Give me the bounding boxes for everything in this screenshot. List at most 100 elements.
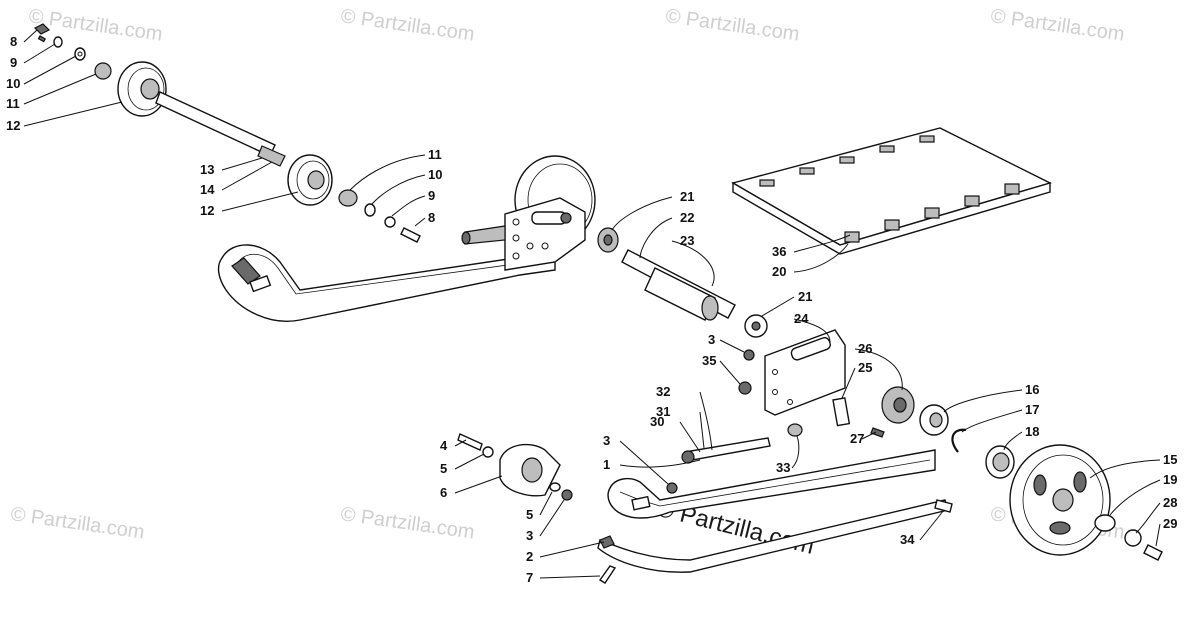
plate-hole — [526, 242, 534, 250]
leader-line — [349, 154, 426, 191]
leader-line — [793, 234, 851, 253]
callout-label: 2 — [526, 549, 533, 564]
leader-line — [639, 217, 673, 259]
rear-wheel-assembly — [919, 404, 1163, 561]
leader-line — [539, 491, 553, 516]
snap-ring-17 — [951, 428, 967, 453]
callout-label: 14 — [200, 182, 215, 197]
bushing-11b — [338, 189, 358, 207]
callout-label: 17 — [1025, 402, 1039, 417]
callout-label: 27 — [850, 431, 864, 446]
washer-5 — [482, 446, 494, 458]
plate-hole — [512, 252, 520, 260]
spacer-26-hole — [893, 397, 907, 413]
track-lug — [924, 207, 940, 219]
leader-line — [791, 435, 800, 469]
cross-shaft-assembly — [597, 227, 768, 338]
callout-label: 12 — [200, 203, 214, 218]
idler-wheel-12b-ring — [296, 160, 330, 200]
bolt-30-head — [681, 450, 695, 464]
callout-label: 4 — [440, 438, 448, 453]
callout-label: 31 — [656, 404, 670, 419]
callout-label: 9 — [10, 55, 17, 70]
bumper-6-inner — [521, 457, 543, 483]
leader-line — [841, 367, 856, 399]
front-skid-assembly — [217, 155, 596, 322]
leader-line — [919, 509, 945, 541]
skid-frame-inner — [237, 254, 516, 295]
callout-label: 7 — [526, 570, 533, 585]
nut-3 — [743, 349, 755, 361]
callout-label: 6 — [440, 485, 447, 500]
rear-wheel-15-window — [1049, 521, 1071, 535]
leader-line — [454, 439, 467, 447]
washer-16-hole — [929, 412, 943, 428]
tube-23 — [644, 267, 716, 321]
callout-label: 11 — [428, 147, 442, 162]
track-lug — [879, 145, 895, 153]
leader-line — [391, 195, 426, 217]
watermark: © Partzilla.com — [339, 503, 476, 544]
washer-28 — [1124, 529, 1142, 547]
washer-5b — [549, 482, 561, 492]
callout-label: 33 — [776, 460, 790, 475]
callout-label: 24 — [794, 311, 809, 326]
callout-label: 5 — [440, 461, 447, 476]
track-lug — [839, 156, 855, 164]
leader-line — [23, 43, 56, 64]
callout-label: 9 — [428, 188, 435, 203]
callout-label: 30 — [650, 414, 664, 429]
leader-line — [539, 541, 605, 558]
callout-label: 21 — [798, 289, 812, 304]
bushing-21b-hole — [751, 321, 761, 331]
leader-line — [539, 499, 565, 537]
leader-line — [961, 409, 1023, 433]
skid-rail-1 — [607, 449, 936, 519]
callout-label: 34 — [900, 532, 915, 547]
track-lugs — [759, 135, 1020, 243]
nut-3c — [561, 489, 573, 501]
callout-label: 35 — [702, 353, 716, 368]
bumper-assembly — [457, 433, 573, 501]
leader-line — [619, 440, 669, 485]
callout-label: 23 — [680, 233, 694, 248]
leader-line — [23, 101, 123, 127]
rear-skid-assembly — [597, 423, 953, 584]
washer-10-hole — [77, 51, 83, 57]
watermark: © Partzilla.com — [27, 5, 164, 46]
callout-label: 8 — [428, 210, 435, 225]
washer-9 — [53, 36, 63, 48]
plate-hole — [512, 234, 520, 242]
nut-35 — [738, 381, 752, 395]
callout-label: 3 — [603, 433, 610, 448]
callout-label: 10 — [428, 167, 442, 182]
bracket-hole — [787, 399, 793, 405]
idler-wheel-12-ring — [127, 67, 165, 111]
callout-label: 21 — [680, 189, 694, 204]
callout-label: 3 — [708, 332, 715, 347]
callout-label: 26 — [858, 341, 872, 356]
leader-line — [539, 575, 601, 579]
leader-line — [611, 196, 673, 231]
bracket-hole — [772, 389, 778, 395]
leader-lines — [23, 29, 1161, 579]
spacer-33 — [787, 423, 803, 437]
watermark: © Partzilla.com — [664, 5, 801, 46]
plate-hole — [541, 242, 549, 250]
leader-line — [1135, 502, 1161, 534]
track-lug — [799, 167, 815, 175]
watermark-group: © Partzilla.com © Partzilla.com © Partzi… — [9, 5, 1126, 560]
leader-line — [719, 360, 741, 385]
rear-wheel-15-window — [1033, 474, 1047, 496]
track-belt-edge — [732, 181, 1051, 255]
callout-label: 12 — [6, 118, 20, 133]
skid-block — [249, 274, 272, 293]
callout-label: 3 — [526, 528, 533, 543]
leader-line — [671, 240, 715, 287]
track-lug — [884, 219, 900, 231]
screw-27 — [870, 427, 885, 438]
leader-line — [23, 29, 38, 43]
bolt-34 — [934, 499, 953, 513]
leader-line — [719, 339, 745, 353]
rear-wheel-15-rim — [1022, 454, 1104, 546]
